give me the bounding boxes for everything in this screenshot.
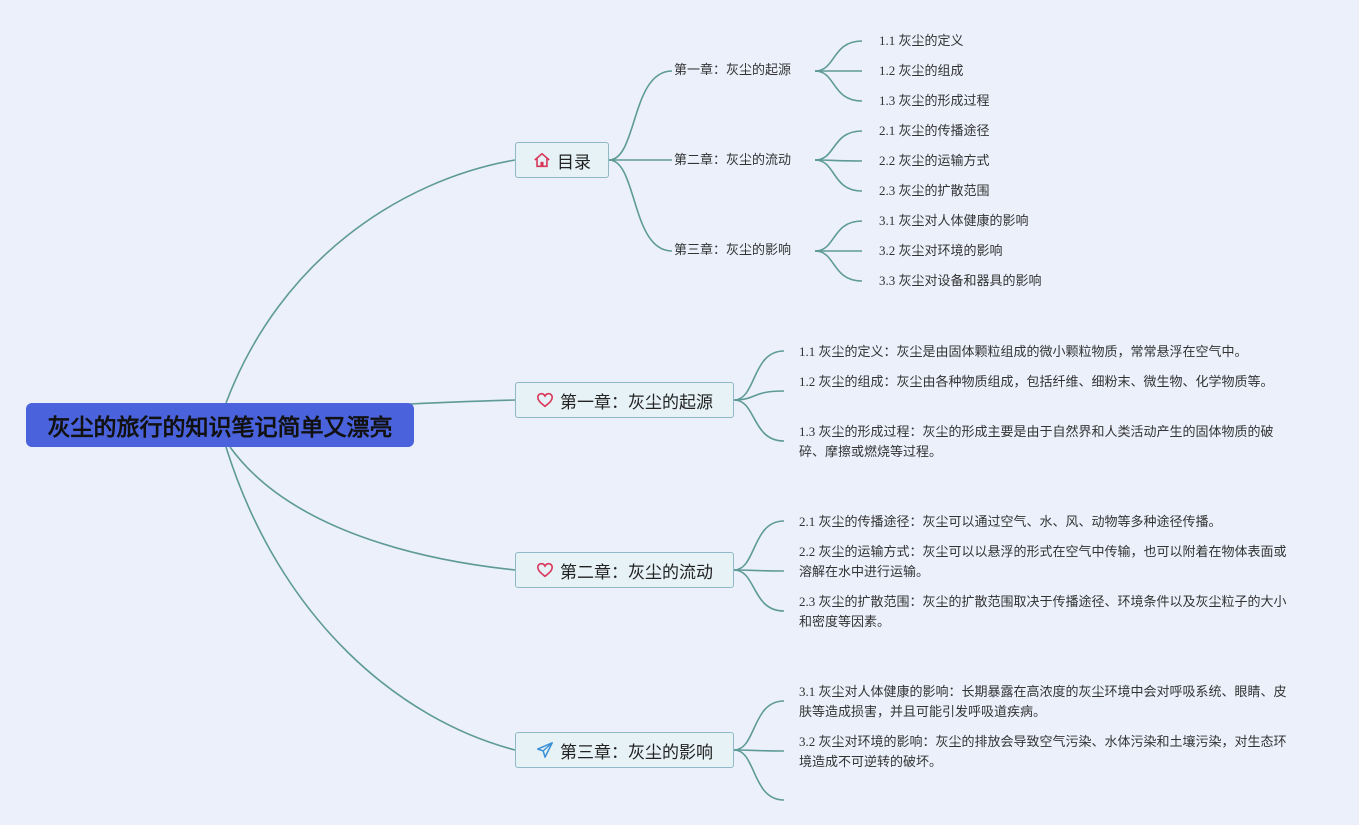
- connector-line: [733, 700, 785, 751]
- connector-line: [814, 250, 863, 282]
- toc-item[interactable]: 1.1 灰尘的定义: [879, 33, 964, 48]
- home-icon: [534, 152, 550, 168]
- topic-chapter-1-label: 第一章：灰尘的起源: [560, 392, 713, 413]
- chapter-2-paragraph-1[interactable]: 2.1 灰尘的传播途径：灰尘可以通过空气、水、风、动物等多种途径传播。: [799, 514, 1222, 529]
- chapter-3-paragraph-1[interactable]: 3.1 灰尘对人体健康的影响：长期暴露在高浓度的灰尘环境中会对呼吸系统、眼睛、皮…: [799, 684, 1287, 719]
- connector-line: [814, 220, 863, 252]
- chapter-1-paragraph-2[interactable]: 1.2 灰尘的组成：灰尘由各种物质组成，包括纤维、细粉末、微生物、化学物质等。: [799, 374, 1274, 389]
- toc-item[interactable]: 3.2 灰尘对环境的影响: [879, 243, 1003, 258]
- toc-item[interactable]: 1.2 灰尘的组成: [879, 63, 964, 78]
- connector-line: [733, 569, 785, 612]
- connector-line: [733, 399, 785, 442]
- chapter-2-paragraph-2[interactable]: 2.2 灰尘的运输方式：灰尘可以以悬浮的形式在空气中传输，也可以附着在物体表面或…: [799, 544, 1287, 579]
- toc-item[interactable]: 3.3 灰尘对设备和器具的影响: [879, 273, 1042, 288]
- heart-icon: [536, 562, 554, 578]
- topic-chapter-2[interactable]: 第二章：灰尘的流动: [515, 552, 734, 588]
- connector-line: [225, 159, 516, 404]
- toc-item[interactable]: 3.1 灰尘对人体健康的影响: [879, 213, 1029, 228]
- connector-line: [409, 399, 516, 405]
- connector-line: [229, 446, 516, 571]
- connector-line: [733, 390, 785, 401]
- connector-line: [733, 350, 785, 401]
- chapter-2-paragraph-3[interactable]: 2.3 灰尘的扩散范围：灰尘的扩散范围取决于传播途径、环境条件以及灰尘粒子的大小…: [799, 594, 1287, 629]
- connector-line: [814, 70, 863, 102]
- topic-chapter-3[interactable]: 第三章：灰尘的影响: [515, 732, 734, 768]
- connector-line: [608, 70, 673, 161]
- connector-line: [814, 130, 863, 161]
- toc-item[interactable]: 1.3 灰尘的形成过程: [879, 93, 990, 108]
- toc-item[interactable]: 2.2 灰尘的运输方式: [879, 153, 990, 168]
- chapter-1-paragraph-3[interactable]: 1.3 灰尘的形成过程：灰尘的形成主要是由于自然界和人类活动产生的固体物质的破碎…: [799, 424, 1274, 459]
- connector-line: [733, 520, 785, 571]
- root-title: 灰尘的旅行的知识笔记简单又漂亮: [47, 415, 393, 441]
- chapter-1-paragraph-1[interactable]: 1.1 灰尘的定义：灰尘是由固体颗粒组成的微小颗粒物质，常常悬浮在空气中。: [799, 344, 1248, 359]
- chapter-3-paragraph-2[interactable]: 3.2 灰尘对环境的影响：灰尘的排放会导致空气污染、水体污染和土壤污染，对生态环…: [799, 734, 1287, 769]
- root-topic[interactable]: 灰尘的旅行的知识笔记简单又漂亮: [26, 403, 414, 447]
- topic-toc-label: 目录: [557, 152, 591, 173]
- topic-chapter-1[interactable]: 第一章：灰尘的起源: [515, 382, 734, 418]
- connector-line: [733, 749, 785, 752]
- toc-chapter-3[interactable]: 第三章：灰尘的影响: [674, 243, 792, 258]
- paper-plane-icon: [537, 742, 553, 758]
- topic-chapter-2-label: 第二章：灰尘的流动: [560, 562, 713, 583]
- topic-toc[interactable]: 目录: [515, 142, 609, 178]
- connector-line: [608, 159, 673, 252]
- topic-chapter-3-label: 第三章：灰尘的影响: [560, 742, 713, 763]
- toc-chapter-1[interactable]: 第一章：灰尘的起源: [674, 63, 792, 78]
- connector-line: [733, 569, 785, 572]
- toc-item[interactable]: 2.3 灰尘的扩散范围: [879, 183, 990, 198]
- toc-item[interactable]: 2.1 灰尘的传播途径: [879, 123, 990, 138]
- connector-line: [225, 446, 516, 751]
- connector-line: [814, 40, 863, 72]
- heart-icon: [536, 392, 554, 408]
- connector-line: [814, 159, 863, 192]
- toc-chapter-2[interactable]: 第二章：灰尘的流动: [674, 153, 792, 168]
- connector-line: [733, 749, 785, 801]
